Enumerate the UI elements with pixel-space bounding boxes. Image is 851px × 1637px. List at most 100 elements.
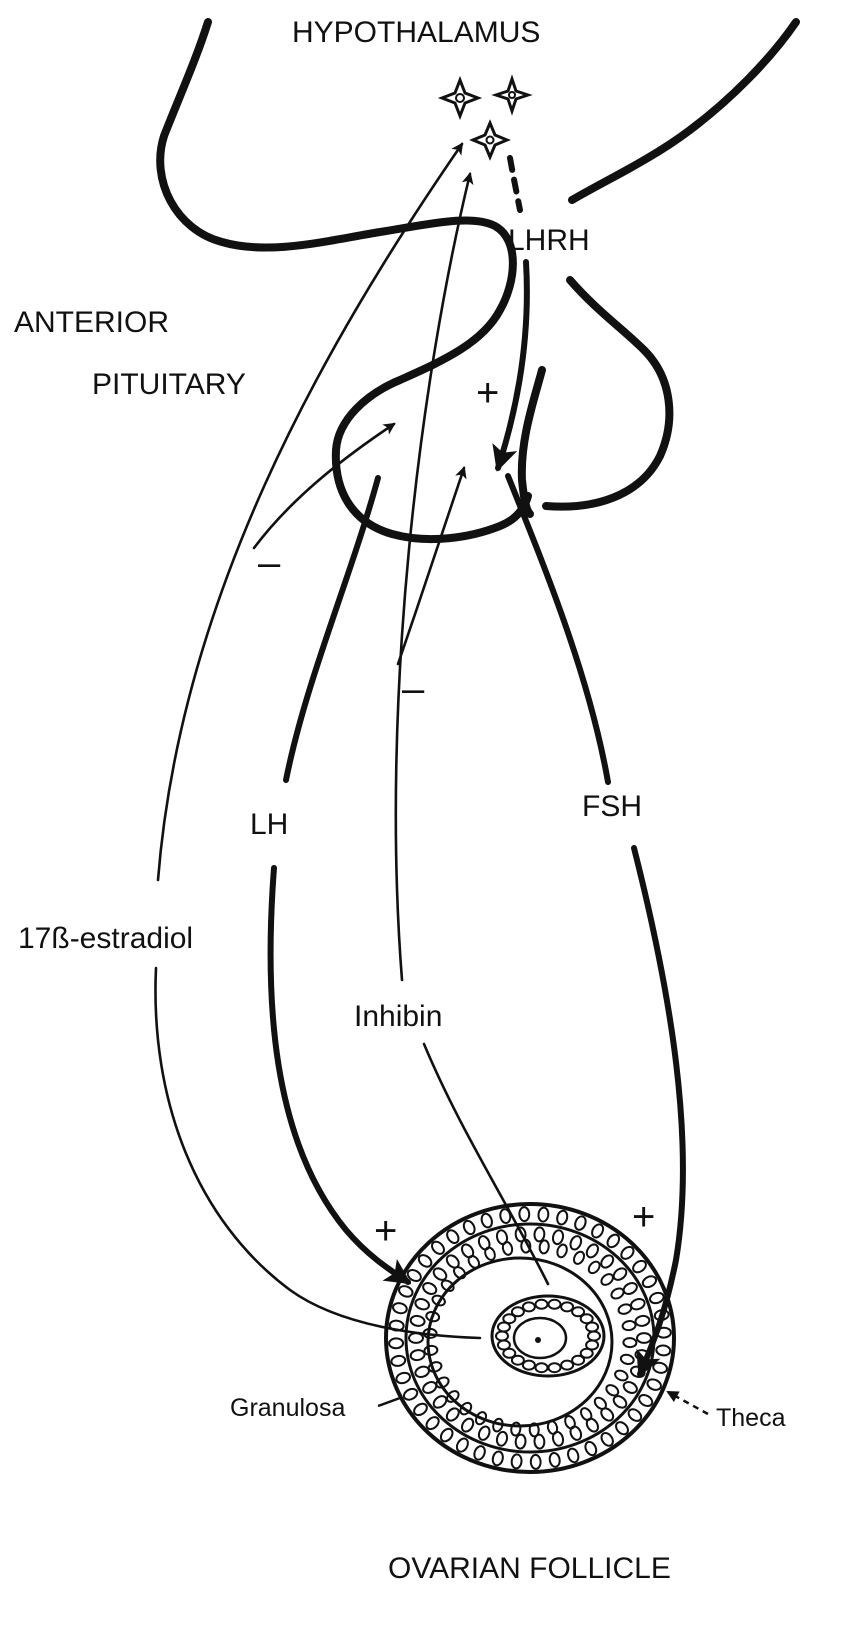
follicle-cell [510,1422,521,1436]
cumulus-cell [549,1363,561,1372]
estradiol-label: 17ß-estradiol [18,922,193,955]
ovarian-follicle-illustration [386,1204,674,1472]
follicle-cell [620,1354,635,1366]
cumulus-cell [496,1332,508,1341]
follicle-cell [652,1361,668,1374]
follicle-cell [410,1315,425,1327]
follicle-cell [496,1431,509,1447]
follicle-cell [568,1425,583,1442]
lh-label: LH [250,808,288,841]
cumulus-cell [561,1302,573,1311]
cumulus-cell [549,1300,561,1309]
follicle-cell [511,1454,522,1469]
cumulus-cell [512,1307,524,1316]
follicle-cell [614,1369,630,1383]
lh-plus-sign: + [374,1209,397,1253]
follicle-cell [637,1333,651,1343]
follicle-cell [656,1345,671,1356]
cumulus-cell [588,1332,600,1341]
follicle-cell [583,1440,598,1457]
follicle-cell [421,1281,438,1296]
cumulus-cell [561,1361,573,1370]
follicle-cell [617,1303,632,1316]
lhrh-plus-sign: + [476,371,499,415]
cumulus-cell [586,1323,598,1332]
follicle-cell [539,1240,550,1254]
lhrh-dashed-secretion [510,158,520,210]
follicle-cell [538,1207,549,1222]
pituitary-right-lobe-outer [546,280,669,507]
fsh-plus-sign: + [632,1195,655,1239]
fsh-release-line [508,476,608,782]
follicle-cell [623,1338,636,1348]
follicle-cell [635,1315,650,1327]
follicle-cell [547,1420,559,1435]
neuron-star-icon [496,79,528,111]
granulosa-label: Granulosa [230,1394,345,1422]
fsh-label: FSH [582,790,642,823]
follicle-cell [502,1241,514,1256]
follicle-cell [424,1345,438,1356]
cumulus-cell [523,1302,535,1311]
follicle-cell [414,1297,430,1311]
theca-leader-dashed [668,1392,708,1414]
follicle-cell [480,1212,494,1228]
follicle-cell [534,1227,545,1242]
follicle-cell [397,1284,414,1298]
fsh-to-follicle-arrow [634,848,683,1374]
follicle-cell [611,1266,628,1282]
follicle-cell [552,1229,565,1245]
follicle-cell [649,1291,665,1305]
hypothalamus-right-contour [572,22,796,200]
follicle-cell [395,1371,411,1385]
follicle-cell [622,1320,636,1331]
neuron-star-icon [442,80,478,116]
follicle-cell [646,1377,663,1391]
follicle-cell [556,1210,569,1226]
follicle-cell [444,1406,461,1423]
follicle-cell [599,1253,616,1270]
follicle-cell [515,1434,526,1449]
follicle-cell [566,1447,580,1463]
cumulus-cell [523,1361,535,1370]
follicle-cell [573,1215,587,1232]
follicle-cell [568,1234,583,1251]
cumulus-cell [572,1356,584,1365]
oocyte-nucleus [535,1337,541,1343]
neuron-star-icon [473,123,507,157]
ovarian-follicle-label: OVARIAN FOLLICLE [388,1552,671,1585]
lh-release-line [286,478,378,780]
follicle-cell [549,1452,561,1468]
cumulus-cell [536,1363,548,1372]
granulosa-leader [378,1398,400,1406]
follicle-cell [587,1260,602,1276]
follicle-cell [483,1246,496,1262]
hypothalamus-label: HYPOTHALAMUS [292,16,540,49]
follicle-cell [556,1243,569,1258]
lhrh-label: LHRH [508,224,590,257]
follicle-cell [389,1338,403,1348]
theca-label: Theca [716,1404,786,1432]
follicle-cell [477,1234,492,1251]
follicle-cell [392,1302,408,1315]
estradiol-minus-sign: – [258,541,281,585]
follicle-cell [572,1250,586,1266]
pituitary-right-lobe-inner [522,370,542,514]
hypothalamic-neurons [442,79,528,157]
follicle-cell [391,1355,407,1367]
follicle-cell [530,1455,540,1469]
cumulus-cell [498,1341,510,1350]
estradiol-to-hypothalamus-arrow [158,144,462,880]
follicle-cell [402,1387,419,1402]
anterior-label: ANTERIOR [14,306,169,339]
follicle-cell [622,1281,639,1296]
follicle-cell [410,1349,425,1361]
follicle-cell [599,1272,615,1287]
follicle-cell [421,1380,438,1395]
follicle-cell [455,1437,471,1454]
follicle-cell [519,1207,529,1221]
follicle-cell [584,1242,600,1259]
inhibin-label: Inhibin [354,1000,442,1033]
feedback-to-hypothalamus [158,144,470,980]
